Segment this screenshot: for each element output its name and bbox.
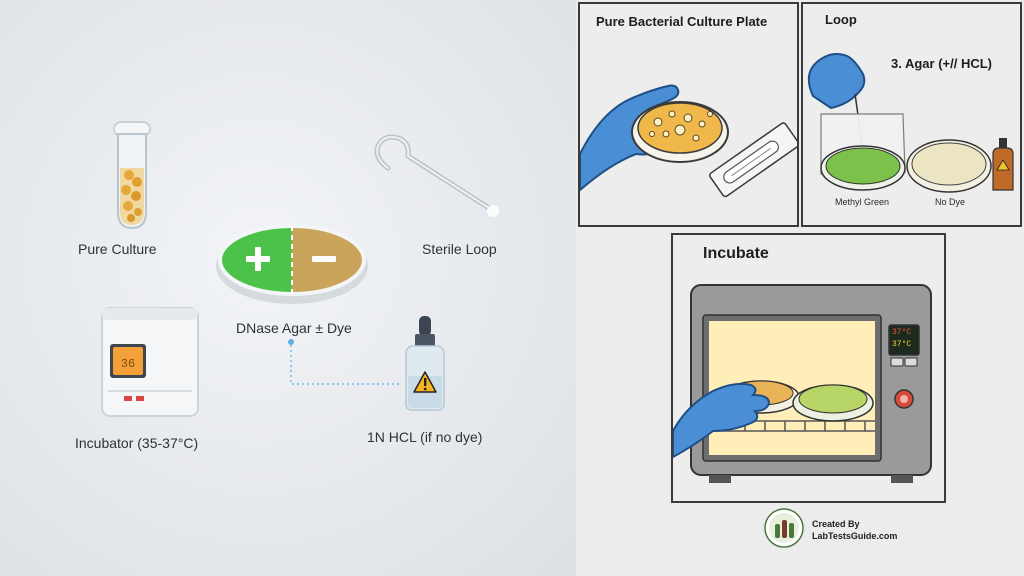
credit-line2: LabTestsGuide.com — [812, 531, 898, 541]
panel-loop-agar: Loop 3. Agar (+// HCL) Methyl Green No D… — [801, 2, 1022, 227]
logo-icon — [764, 508, 804, 548]
caption-methyl-green: Methyl Green — [835, 197, 890, 207]
label-hcl: 1N HCL (if no dye) — [367, 429, 483, 445]
display-temp-top: 37°C — [892, 328, 912, 337]
right-comic-panels: Pure Bacterial Culture Plate Loop 3. Aga… — [576, 0, 1024, 576]
panel2-subtitle: 3. Agar (+// HCL) — [891, 56, 993, 71]
label-incubator: Incubator (35-37°C) — [75, 435, 199, 451]
credit-text: Created By LabTestsGuide.com — [812, 518, 897, 542]
panel-incubate: Incubate — [671, 233, 946, 503]
incubator-icon: 36 — [101, 307, 199, 417]
panel-culture-plate: Pure Bacterial Culture Plate — [578, 2, 799, 227]
left-infographic: Pure Culture Sterile Loop DNase Agar ± D… — [0, 0, 576, 576]
label-sterile-loop: Sterile Loop — [422, 241, 497, 257]
panel3-title: Incubate — [703, 245, 769, 262]
incubator-display: 36 — [121, 357, 135, 371]
test-tube-icon — [113, 121, 151, 230]
connector-line — [288, 339, 402, 385]
petri-dish-icon — [216, 224, 368, 304]
display-temp-bottom: 37°C — [892, 340, 912, 349]
label-dnase-agar: DNase Agar ± Dye — [236, 320, 352, 336]
warning-icon — [413, 371, 437, 393]
label-pure-culture: Pure Culture — [78, 241, 157, 257]
panel2-title: Loop — [825, 12, 857, 27]
loop-icon — [374, 134, 499, 217]
dropper-bottle-icon — [405, 316, 445, 411]
caption-no-dye: No Dye — [935, 197, 966, 207]
panel1-title: Pure Bacterial Culture Plate — [596, 14, 768, 29]
credit-line1: Created By — [812, 519, 860, 529]
